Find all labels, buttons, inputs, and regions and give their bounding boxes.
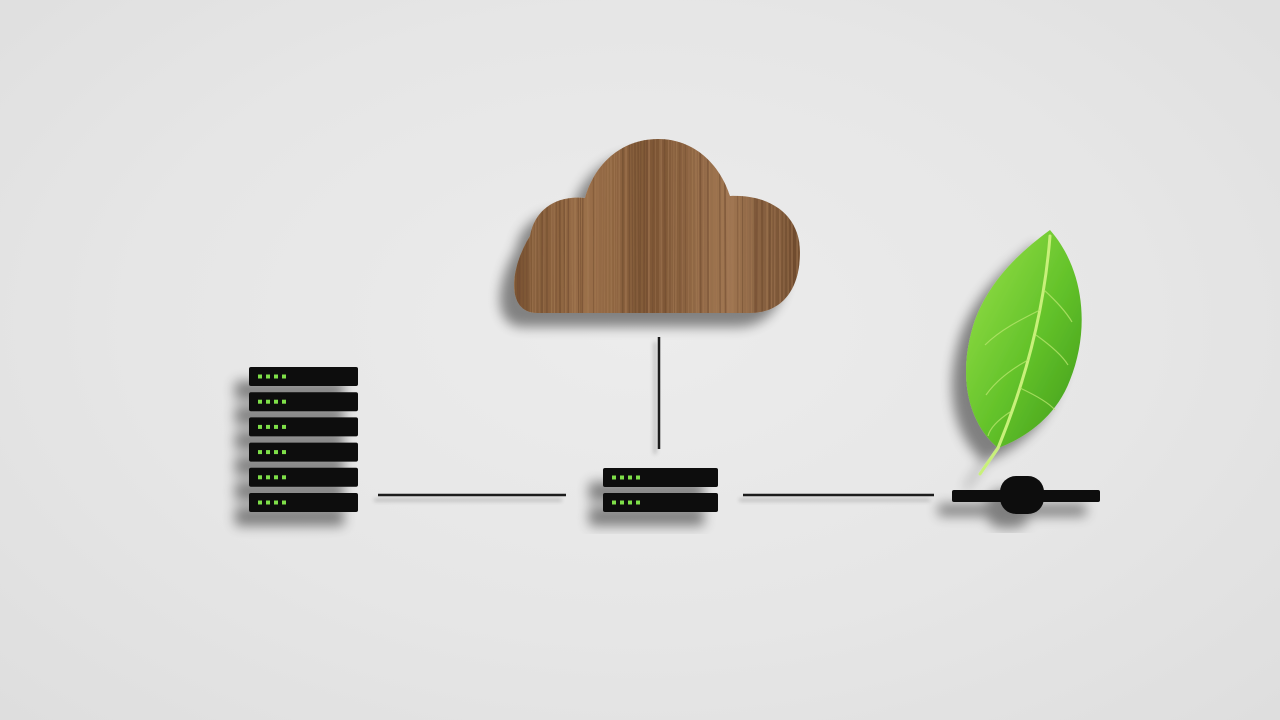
wood-grain-line [637, 139, 640, 313]
wood-cloud-icon [514, 139, 800, 313]
wood-grain-line [555, 139, 557, 313]
wood-grain-line [553, 139, 556, 313]
status-led [628, 500, 632, 505]
wood-grain-line [755, 139, 759, 313]
wood-grain-line [664, 139, 666, 313]
status-led [266, 374, 270, 379]
wood-grain-line [601, 139, 603, 313]
status-led [274, 475, 278, 480]
status-led [258, 475, 262, 480]
wood-grain-line [518, 139, 522, 313]
network-switch-icon [603, 468, 718, 512]
status-led [282, 500, 286, 505]
connection-lines [378, 337, 934, 497]
leaf-midrib [978, 234, 1052, 476]
status-led [282, 399, 286, 404]
status-led [274, 500, 278, 505]
status-led [266, 424, 270, 429]
status-led [282, 424, 286, 429]
status-led [274, 424, 278, 429]
device-unit [249, 392, 358, 412]
wood-grain-line [563, 139, 566, 313]
green-leaf-icon [966, 230, 1082, 476]
status-led [282, 374, 286, 379]
status-led [274, 374, 278, 379]
wood-grain-line [581, 139, 584, 313]
status-led [258, 374, 262, 379]
status-led [612, 475, 616, 480]
status-led [274, 399, 278, 404]
wood-grain-line [639, 139, 642, 313]
wood-grain-line [738, 139, 741, 313]
wood-grain-line [517, 139, 519, 313]
status-led [620, 500, 624, 505]
status-led [636, 500, 640, 505]
device-unit [249, 417, 358, 437]
status-led [266, 500, 270, 505]
device-unit [249, 367, 358, 386]
device-unit [249, 467, 358, 487]
status-led [258, 450, 262, 455]
status-led [258, 399, 262, 404]
wood-grain-line [652, 139, 654, 313]
status-led [636, 475, 640, 480]
wood-grain-line [604, 139, 606, 313]
wood-grain-line [768, 139, 771, 313]
wood-grain-line [558, 139, 561, 313]
network-connector-icon [952, 476, 1100, 514]
server-rack-icon [249, 367, 358, 512]
status-led [266, 475, 270, 480]
wood-grain-line [681, 139, 684, 313]
wood-grain-line [586, 139, 589, 313]
wood-grain-line [694, 139, 698, 313]
wood-grain-line [579, 139, 582, 313]
status-led [628, 475, 632, 480]
status-led [282, 475, 286, 480]
device-unit [603, 468, 718, 487]
status-led [620, 475, 624, 480]
status-led [258, 424, 262, 429]
wood-grain-line [674, 139, 678, 313]
wood-grain-line [723, 139, 727, 313]
status-led [266, 399, 270, 404]
wood-grain-line [615, 139, 618, 313]
status-led [282, 450, 286, 455]
device-unit [249, 493, 358, 512]
status-led [612, 500, 616, 505]
status-led [274, 450, 278, 455]
wood-grain-line [577, 139, 580, 313]
wood-grain-line [787, 139, 789, 313]
wood-grain-line [667, 139, 670, 313]
device-unit [249, 442, 358, 462]
wood-grain-line [760, 139, 764, 313]
device-unit [603, 493, 718, 512]
status-led [266, 450, 270, 455]
status-led [258, 500, 262, 505]
wood-grain-line [771, 139, 773, 313]
wood-grain-line [631, 139, 634, 313]
